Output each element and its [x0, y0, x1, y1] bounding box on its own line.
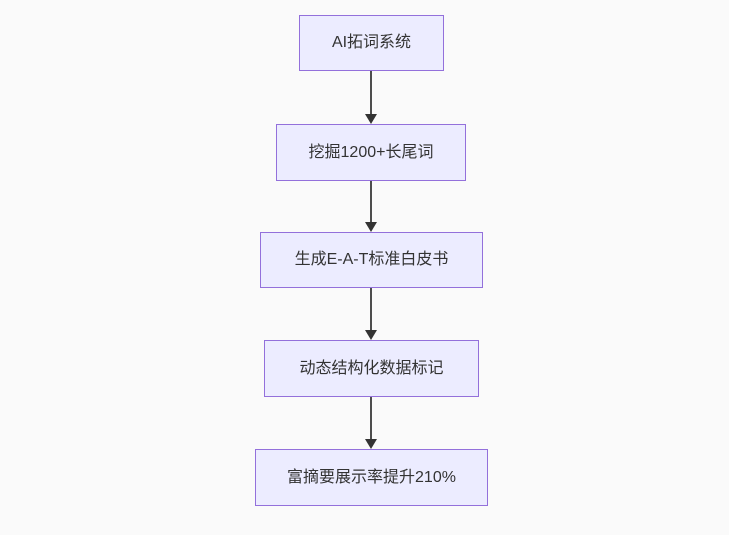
arrow-down-icon [365, 114, 377, 124]
connector-arrow [365, 71, 377, 124]
connector-arrow [365, 181, 377, 232]
flow-node-ai-keyword-system: AI拓词系统 [299, 15, 444, 71]
flow-node-longtail-mining: 挖掘1200+长尾词 [276, 124, 466, 181]
flow-node-structured-data-markup: 动态结构化数据标记 [264, 340, 479, 397]
flow-node-rich-snippet-uplift: 富摘要展示率提升210% [255, 449, 488, 506]
flow-node-label: 挖掘1200+长尾词 [308, 143, 434, 161]
arrow-down-icon [365, 330, 377, 340]
connector-arrow [365, 397, 377, 449]
flow-node-label: 生成E-A-T标准白皮书 [294, 251, 449, 269]
flow-node-eat-whitepaper: 生成E-A-T标准白皮书 [260, 232, 483, 288]
flow-node-label: AI拓词系统 [331, 34, 412, 52]
connector-arrow [365, 288, 377, 340]
flow-node-label: 富摘要展示率提升210% [287, 468, 456, 486]
flow-node-label: 动态结构化数据标记 [299, 359, 444, 377]
arrow-down-icon [365, 439, 377, 449]
arrow-down-icon [365, 222, 377, 232]
